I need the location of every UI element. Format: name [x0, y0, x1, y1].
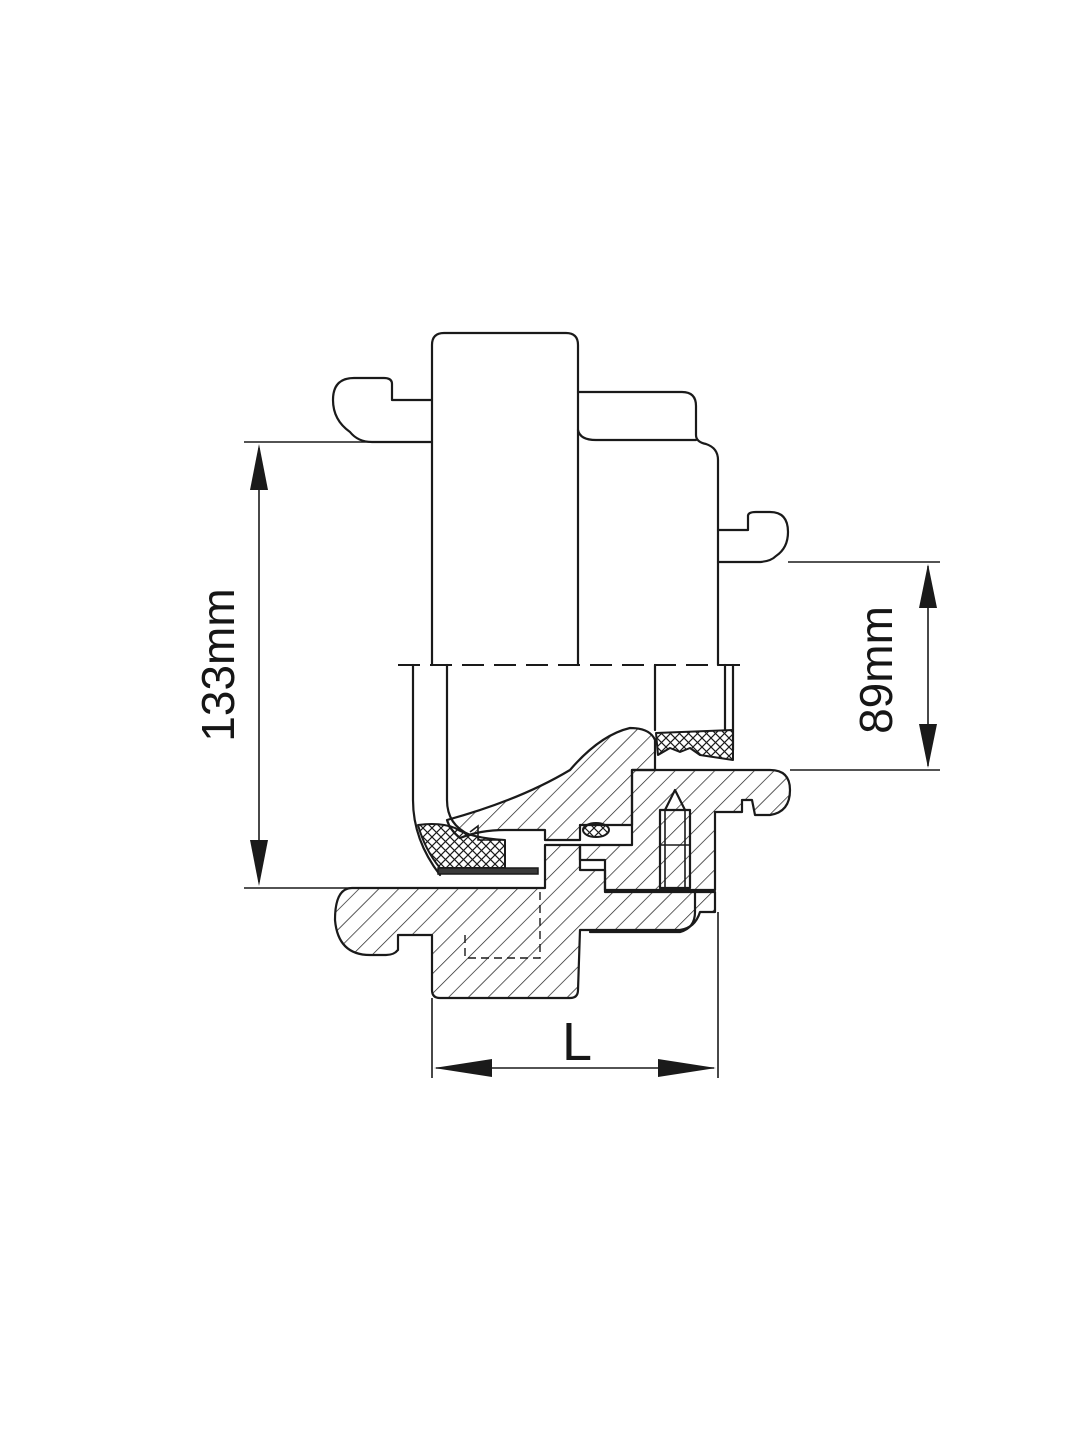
cone-insert: [445, 726, 657, 842]
dimension-133mm: 133mm: [192, 441, 432, 889]
right-seal: [655, 729, 734, 761]
right-housing-step: [576, 428, 698, 442]
right-housing: [576, 390, 720, 667]
arrow-left-l: [434, 1059, 492, 1077]
arrow-right-l: [658, 1059, 716, 1077]
dimension-89mm: 89mm: [788, 561, 940, 771]
upper-coupling-body: [331, 331, 790, 667]
hidden-bore: [464, 890, 541, 959]
left-seal-lip: [469, 824, 500, 841]
arrow-up-133: [250, 444, 268, 490]
lower-section: [333, 663, 792, 1000]
bolt-body: [658, 808, 692, 890]
dimension-length: L: [431, 912, 719, 1078]
right-housing-lower: [588, 890, 697, 934]
central-body-outline: [430, 331, 580, 667]
lower-flange: [333, 843, 717, 1000]
o-ring: [582, 822, 610, 838]
bolt-head: [663, 788, 687, 812]
label-89mm: 89mm: [850, 606, 902, 734]
label-133mm: 133mm: [192, 588, 244, 741]
left-claw: [331, 376, 434, 444]
left-seal: [417, 823, 506, 869]
arrow-down-89: [919, 724, 937, 768]
gasket-strip: [437, 867, 539, 875]
arrow-down-133: [250, 840, 268, 886]
right-claw: [716, 510, 790, 564]
arrow-up-89: [919, 564, 937, 608]
label-l: L: [562, 1012, 592, 1072]
